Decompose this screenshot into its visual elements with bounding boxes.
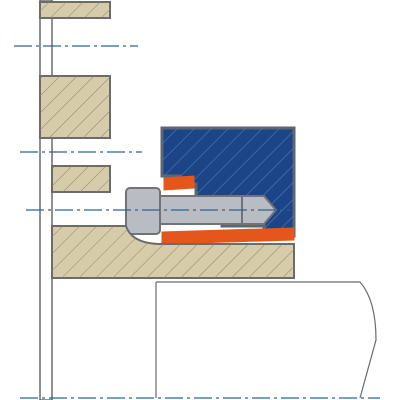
flange-top-hatch	[40, 2, 110, 18]
left-plate	[39, 0, 53, 400]
plate-outline	[39, 0, 53, 400]
locking-rings	[161, 175, 295, 245]
flange-lower-hatch	[52, 166, 110, 192]
bolt-head	[125, 187, 161, 235]
flange-mid-hatch	[40, 76, 110, 138]
shaft-base	[51, 225, 295, 279]
ring-upper	[163, 175, 195, 191]
clamping-bolt	[125, 187, 278, 235]
centerlines	[14, 45, 380, 399]
flange-upper	[39, 1, 111, 193]
shaft-profile	[155, 281, 377, 399]
base-hatch	[52, 226, 294, 278]
ring-lower	[161, 227, 295, 245]
shaft-contour	[156, 281, 377, 399]
